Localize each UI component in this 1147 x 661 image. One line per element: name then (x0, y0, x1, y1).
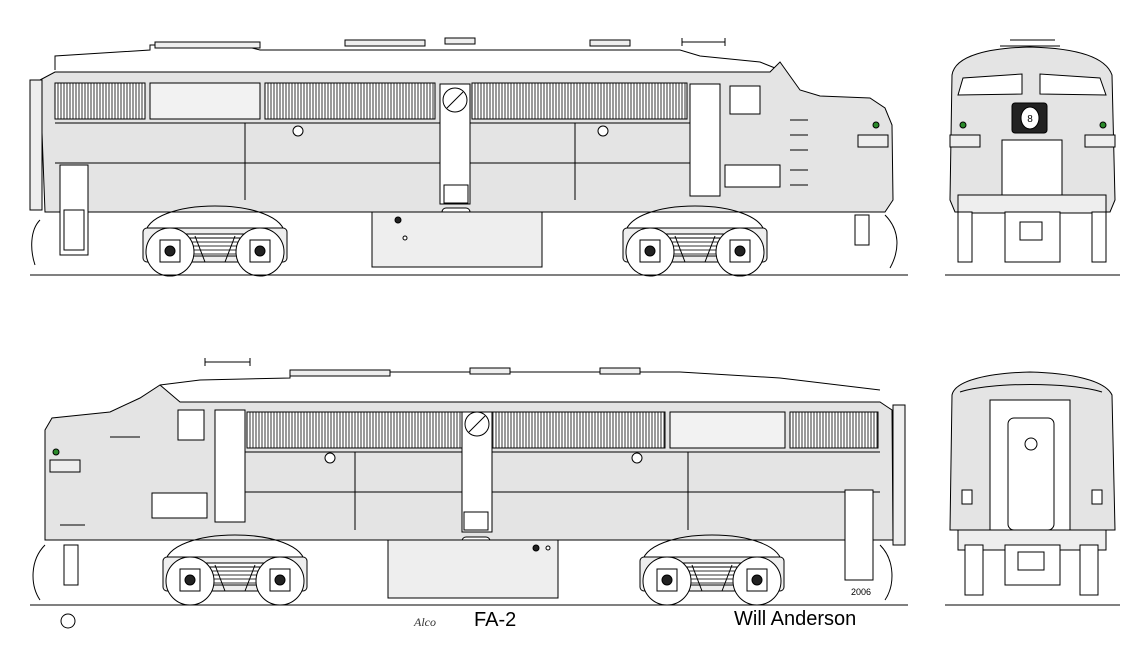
brand-signature: Alco (414, 615, 436, 629)
author-label: Will Anderson (734, 608, 857, 630)
year-label: 2006 (851, 587, 872, 597)
model-label: FA-2 (474, 609, 517, 631)
side-view-bottom (30, 358, 908, 629)
front-view-cab: 8 (945, 39, 1120, 276)
svg-text:8: 8 (1027, 114, 1033, 125)
rear-view (945, 371, 1120, 606)
side-view-top (29, 37, 908, 277)
